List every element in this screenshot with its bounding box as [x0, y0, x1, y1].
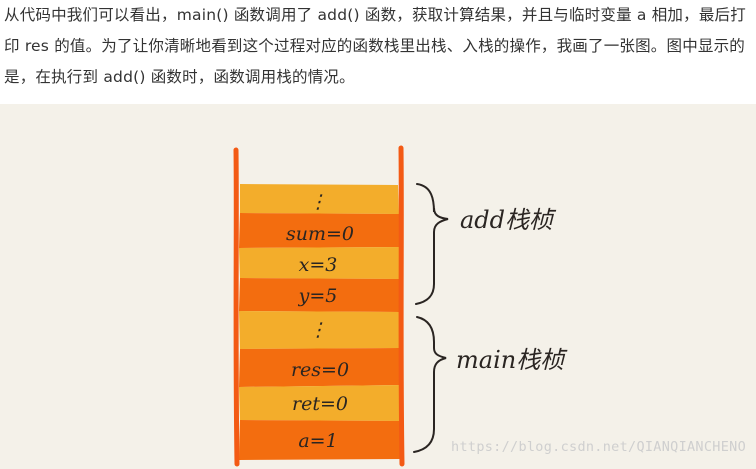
- stack-cell-6: [239, 385, 401, 421]
- stack-cell-7: [239, 420, 401, 460]
- stack-cell-label: x=3: [299, 254, 338, 276]
- stack-cell-1: [239, 213, 401, 248]
- call-stack-diagram: ⋮ sum=0 x=3 y=5 ⋮ res=0 ret=0 a=1 add栈桢 …: [233, 145, 568, 467]
- stack-cell-4: [239, 311, 400, 349]
- stack-cell-label: ret=0: [292, 393, 348, 415]
- add-frame-brace: [415, 183, 449, 305]
- stack-cell-label: res=0: [291, 359, 349, 381]
- stack-cell-2: [239, 247, 401, 279]
- article-paragraph: 从代码中我们可以看出，main() 函数调用了 add() 函数，获取计算结果，…: [4, 6, 746, 86]
- stack-left-wall: [233, 147, 240, 467]
- stack-cell-label: ⋮: [309, 319, 328, 341]
- stack-cell-label: a=1: [298, 430, 337, 452]
- main-frame-brace: [413, 316, 447, 453]
- stack-cell-5: [239, 348, 401, 387]
- stack-cell-labels: ⋮ sum=0 x=3 y=5 ⋮ res=0 ret=0 a=1: [286, 191, 354, 452]
- watermark: https://blog.csdn.net/QIANQIANCHENO: [451, 439, 746, 455]
- stack-cell-3: [239, 278, 400, 312]
- stack-cells: [239, 184, 401, 460]
- add-frame-label: add栈桢: [460, 206, 557, 234]
- main-frame-label: main栈桢: [456, 346, 568, 374]
- stack-cell-label: ⋮: [309, 191, 328, 213]
- stack-cell-0: [240, 184, 399, 214]
- stack-cell-label: sum=0: [286, 223, 354, 245]
- stack-cell-label: y=5: [298, 285, 338, 307]
- stack-right-wall: [398, 145, 405, 467]
- call-stack-figure: ⋮ sum=0 x=3 y=5 ⋮ res=0 ret=0 a=1 add栈桢 …: [0, 104, 756, 469]
